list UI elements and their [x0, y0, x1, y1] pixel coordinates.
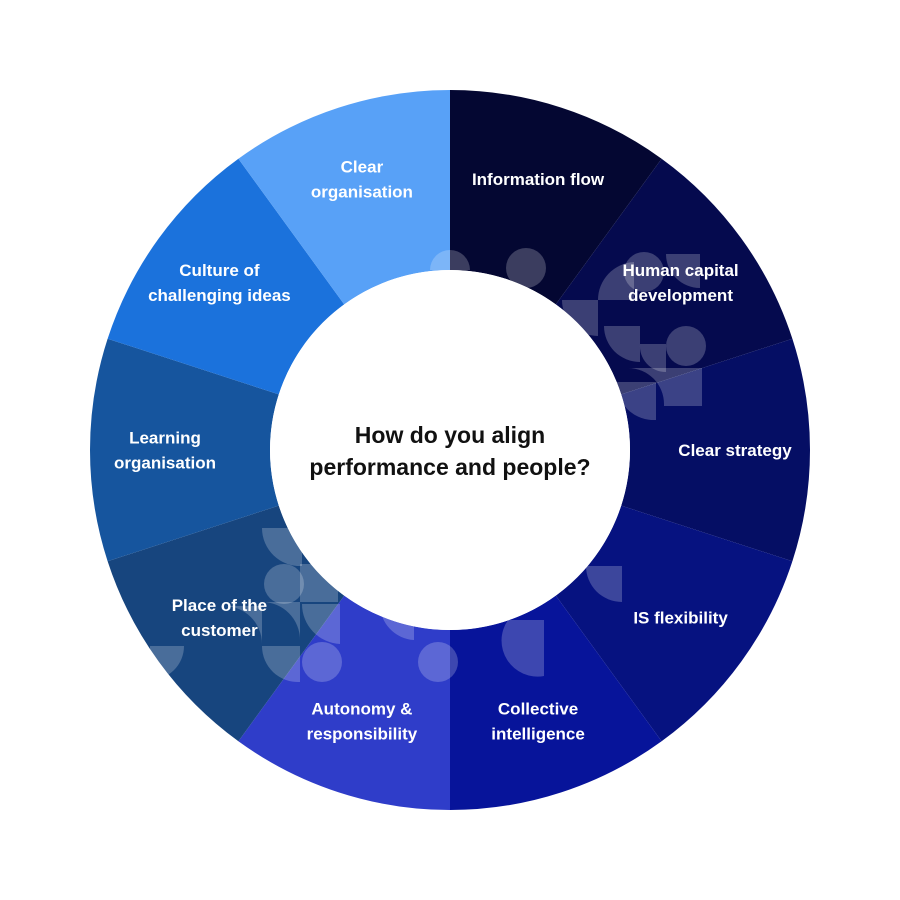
segment-label-information-flow-line-1: Information flow: [472, 170, 605, 189]
segment-label-place-of-the-customer-line-1: Place of the: [172, 596, 267, 615]
segment-label-place-of-the-customer-line-2: customer: [181, 621, 258, 640]
segment-collective-intelligence: [450, 595, 662, 810]
segment-place-of-the-customer: [107, 505, 345, 742]
segment-information-flow: [450, 90, 662, 305]
wheel-segments: [89, 90, 811, 810]
segment-label-learning-organisation-line-1: Learning: [129, 429, 201, 448]
segment-label-clear-strategy-line-1: Clear strategy: [678, 441, 792, 460]
center-circle: [270, 270, 630, 630]
segment-label-collective-intelligence-line-1: Collective: [498, 700, 578, 719]
segment-clear-organisation: [238, 90, 450, 305]
segment-autonomy-responsibility: [238, 595, 450, 810]
segment-label-autonomy-responsibility-line-2: responsibility: [307, 725, 418, 744]
segment-learning-organisation: [89, 338, 279, 562]
segment-label-human-capital-development-line-2: development: [628, 286, 733, 305]
segment-label-learning-organisation-line-2: organisation: [114, 454, 216, 473]
segment-label-clear-organisation-line-2: organisation: [311, 182, 413, 201]
center-title-line-2: performance and people?: [309, 454, 590, 480]
segment-clear-strategy: [621, 338, 811, 562]
segment-culture-of-challenging-ideas: [107, 158, 345, 395]
segment-label-human-capital-development-line-1: Human capital: [622, 261, 738, 280]
segment-is-flexibility: [555, 505, 793, 742]
segment-label-culture-of-challenging-ideas-line-1: Culture of: [179, 261, 260, 280]
segment-label-culture-of-challenging-ideas-line-2: challenging ideas: [148, 286, 291, 305]
segment-label-collective-intelligence-line-2: intelligence: [491, 725, 585, 744]
segment-label-clear-organisation-line-1: Clear: [341, 157, 384, 176]
center-title-line-1: How do you align: [355, 422, 545, 448]
segment-label-autonomy-responsibility-line-1: Autonomy &: [311, 700, 412, 719]
segment-human-capital-development: [555, 158, 793, 395]
decorative-motif: [150, 248, 706, 683]
segment-label-is-flexibility-line-1: IS flexibility: [633, 609, 728, 628]
